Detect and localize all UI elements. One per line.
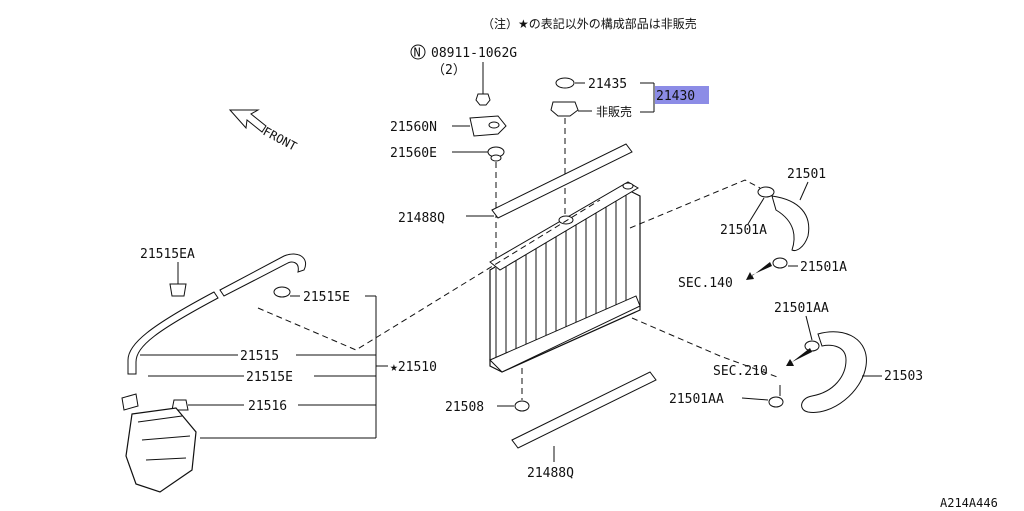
bolt-qty: （2） <box>432 63 466 78</box>
seal-lower-part <box>511 371 657 449</box>
hose-lower-label: 21503 <box>884 369 923 384</box>
cap-label: 21435 <box>588 77 627 92</box>
reservoir-clip2-part <box>121 393 139 411</box>
reservoir-clip2-label: 21515E <box>246 370 293 385</box>
reservoir-hose-lower <box>127 291 219 375</box>
reservoir-clip-a-part <box>169 283 187 297</box>
cap-part <box>555 77 575 89</box>
front-arrow-icon <box>228 109 267 133</box>
hose-upper-leader <box>799 181 809 201</box>
bracket-part <box>469 115 507 137</box>
hose-upper-label: 21501 <box>787 167 826 182</box>
bolt-part <box>475 93 491 106</box>
clamp-upper2-label: 21501A <box>800 260 847 275</box>
clamp-upper-part <box>757 186 775 198</box>
lower-hose-dash <box>631 317 781 379</box>
radiator-core <box>489 181 641 373</box>
diagram-code: A214A446 <box>940 496 998 510</box>
upper-hose-dash <box>629 179 761 229</box>
sec140-arrow-icon <box>746 262 772 280</box>
clamp-lower2-part <box>768 396 784 408</box>
bracket-hole <box>488 121 500 129</box>
seal-upper-label: 21488Q <box>398 211 445 226</box>
bush-upper-label: 21560E <box>390 146 437 161</box>
clamp-upper-leader <box>747 197 765 225</box>
seal-upper-part <box>491 143 633 219</box>
bolt-label: 08911-1062G <box>431 46 517 61</box>
reservoir-hose-label: 21515 <box>240 349 279 364</box>
bracket-label: 21560N <box>390 120 437 135</box>
header-note: （注）★の表記以外の構成部品は非販売 <box>482 16 697 31</box>
reservoir-hose-upper <box>219 253 306 297</box>
bolt-n-icon: N <box>410 44 426 60</box>
assy-highlight[interactable] <box>655 86 709 104</box>
bush-lower-part <box>514 400 530 412</box>
bush-upper-part <box>487 146 505 162</box>
bush-lower-label: 21508 <box>445 400 484 415</box>
bolt-n-symbol: N <box>414 46 421 60</box>
reservoir-tank <box>125 407 197 493</box>
clamp-lower-part <box>804 340 820 352</box>
reservoir-tank-ribs <box>137 415 191 461</box>
hose-upper-part <box>771 195 810 251</box>
reservoir-cap-label: 21516 <box>248 399 287 414</box>
clamp-lower2-leader <box>741 397 769 401</box>
assy-label[interactable]: 21430 <box>656 89 695 104</box>
filler-neck-part <box>550 101 579 117</box>
clamp-lower-label: 21501AA <box>774 301 829 316</box>
sec210-label[interactable]: SEC.210 <box>713 364 768 379</box>
clamp-upper-label: 21501A <box>720 223 767 238</box>
reservoir-hose-a-label: 21515EA <box>140 247 195 262</box>
clamp-lower2-label: 21501AA <box>669 392 724 407</box>
not-sold-label: 非販売 <box>596 104 632 119</box>
hose-lower-part <box>801 331 867 413</box>
seal-lower-label: 21488Q <box>527 466 574 481</box>
reservoir-assy-label: ★21510 <box>390 360 437 375</box>
reservoir-dash <box>257 199 601 351</box>
reservoir-clip-label: 21515E <box>303 290 350 305</box>
clamp-lower-leader <box>805 315 813 341</box>
reservoir-clip-part <box>273 286 291 298</box>
front-label: FRONT <box>261 124 299 153</box>
sec210-arrow-icon <box>786 348 812 366</box>
sec140-label[interactable]: SEC.140 <box>678 276 733 291</box>
clamp-upper2-part <box>772 257 788 269</box>
